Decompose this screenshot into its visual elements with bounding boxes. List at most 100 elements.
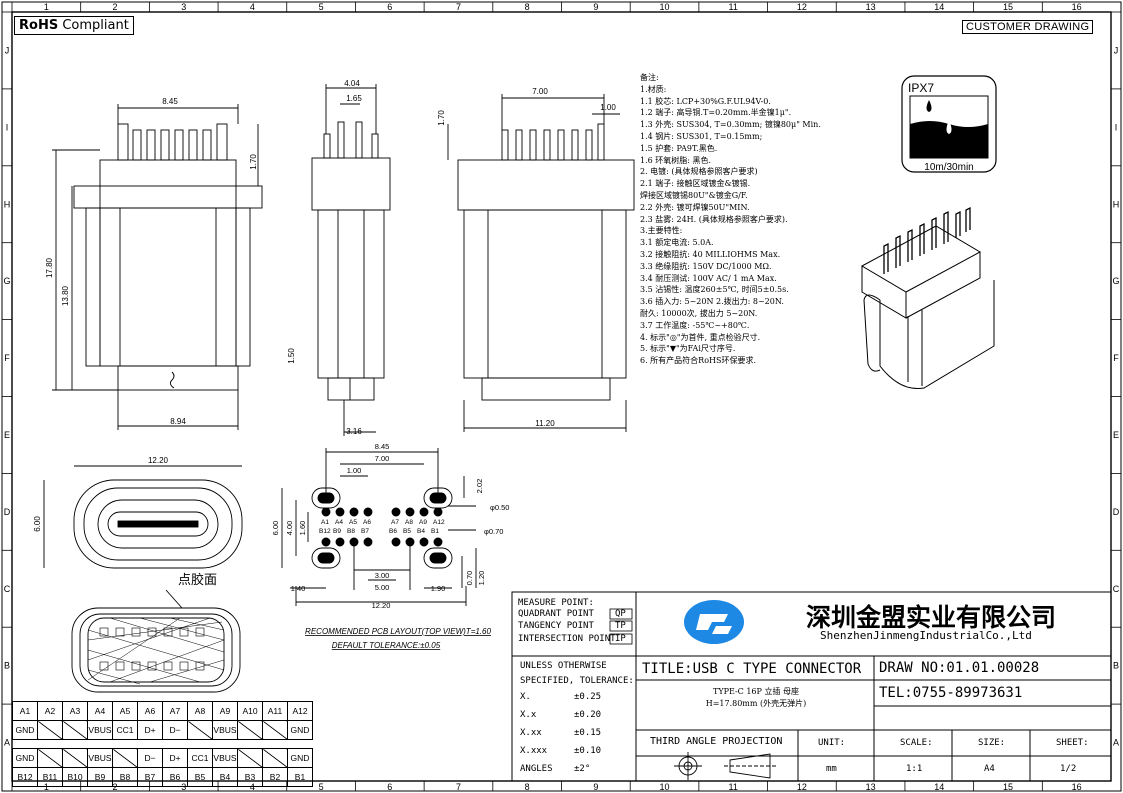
measure-point-title: MEASURE POINT: [518,598,594,608]
drawing-desc-1: TYPE-C 16P 立插 母座 [712,687,799,696]
dim-right-step: 1.00 [600,103,616,112]
border-row-label: B [1113,661,1119,671]
dim-pin-height: 1.70 [249,154,258,170]
technical-notes: 备注: 1.材质: 1.1 胶芯: LCP+30%G.F.UL94V-0. 1.2… [640,72,900,367]
company-name-en: ShenzhenJinmengIndustrialCo.,Ltd [820,629,1032,642]
dim-pcb-070: φ0.70 [484,527,503,536]
tolerance-key: X. [520,692,531,702]
tangency-code: TP [615,621,626,631]
pin-table-cell: A9 [212,701,238,721]
border-column-label: 12 [797,782,807,792]
border-column-label: 11 [729,782,738,792]
pin-table-cell: A1 [12,701,38,721]
note-line: 2.1 端子: 接触区域镀金&镀锡. [640,179,751,189]
ipx7-label: IPX7 [908,81,934,95]
border-labels: 1122334455667788991010111112121313141415… [3,2,1119,792]
border-row-label: E [4,430,10,440]
pcb-tolerance-caption: DEFAULT TOLERANCE:±0.05 [332,641,441,650]
border-row-label: F [4,353,10,363]
dim-top-width: 8.45 [162,97,178,106]
dim-pcb-overall: 8.45 [375,442,390,451]
border-row-label: I [1115,122,1118,132]
pcb-pin-label-top: A5 [349,519,357,526]
dim-pcb-050: φ0.50 [490,503,509,512]
pin-table-cell: CC1 [187,748,213,768]
border-row-label: D [1113,507,1120,517]
unit-value: mm [826,764,837,774]
dim-pcb-190: 1.90 [431,584,446,593]
note-line: 1.4 钢片: SUS301, T=0.15mm; [640,131,763,141]
tolerance-key: X.x [520,710,537,720]
border-column-label: 3 [181,2,186,12]
pin-table-cell: A5 [112,701,138,721]
dim-height-total: 17.80 [45,257,54,278]
note-line: 1.2 端子: 高导铜.T=0.20mm.半金镍1μ". [640,108,792,118]
pin-table-cell: B3 [237,767,263,787]
note-line: 1.3 外壳: SUS304, T=0.30mm; 镀镍80μ" Min. [640,120,821,130]
tolerance-value: ±2° [574,764,591,774]
pin-table-cell: A2 [37,701,63,721]
pcb-layout-view [281,448,477,606]
border-column-label: 2 [113,782,118,792]
border-row-label: H [4,199,11,209]
border-row-label: H [1113,199,1120,209]
dim-front-width: 12.20 [148,456,169,465]
ipx7-icon: IPX7 10m/30min [901,75,997,173]
tolerance-value: ±0.10 [574,746,602,756]
draw-number: DRAW NO:01.01.00028 [879,660,1040,676]
pin-table-cell: CC1 [112,720,138,740]
pcb-pin-label-top: A4 [335,519,343,526]
note-line: 1.材质: [640,84,667,94]
size-value: A4 [984,764,995,774]
projection-symbol [674,752,776,780]
tolerance-value: ±0.20 [574,710,602,720]
pin-table-cell: D+ [162,748,188,768]
note-line: 1.1 胶芯: LCP+30%G.F.UL94V-0. [640,96,771,106]
pin-table-cell: GND [12,720,38,740]
dim-pcb-700: 7.00 [375,454,390,463]
note-line: 3.7 工作温度: -55℃~+80℃. [640,320,750,330]
pin-table-cell: B8 [112,767,138,787]
note-line: 6. 所有产品符合RoHS环保要求. [640,356,757,366]
pcb-caption: RECOMMENDED PCB LAYOUT(TOP VIEW)T=1.60 D… [305,627,491,650]
border-column-label: 15 [1003,2,1013,12]
pin-table-cell: B4 [212,767,238,787]
dim-pcb-140: 1.40 [291,584,306,593]
pin-table-cell: A11 [262,701,288,721]
projection-label: THIRD ANGLE PROJECTION [650,736,783,747]
pin-table-cell: B9 [87,767,113,787]
pcb-pin-label-bottom: B9 [333,528,341,535]
note-line: 2. 电镀: (具体规格参照客户要求) [640,167,758,177]
dim-right-top: 7.00 [532,87,548,96]
pin-table-cell [37,720,63,740]
pcb-pin-label-top: A9 [419,519,427,526]
border-row-label: C [4,584,11,594]
note-line: 3.5 沾锡性: 温度260±5℃, 时间5±0.5s. [640,285,789,295]
border-row-label: C [1113,584,1120,594]
dim-side-pitch: 1.65 [346,94,362,103]
customer-drawing-badge: CUSTOMER DRAWING [962,20,1094,34]
pin-table-cell: A12 [287,701,313,721]
unit-header: UNIT: [818,738,846,748]
border-column-label: 4 [250,2,255,12]
note-line: 3.主要特性: [640,226,683,236]
tolerance-value: ±0.25 [574,692,602,702]
note-line: 耐久: 10000次, 拔出力 5~20N. [640,308,758,318]
drawing-desc-2: H=17.80mm (外壳无弹片) [705,699,807,708]
dim-bottom-width: 8.94 [170,417,186,426]
tolerance-key: X.xxx [520,746,548,756]
pin-table-cell [37,748,63,768]
border-column-label: 4 [250,782,255,792]
pin-table-cell: B6 [162,767,188,787]
border-column-label: 8 [525,782,530,792]
size-header: SIZE: [978,738,1006,748]
border-row-label: J [5,45,10,55]
border-column-label: 8 [525,2,530,12]
note-line: 备注: [640,73,659,82]
front-face-view [43,465,243,569]
pcb-pin-label-bottom: B6 [389,528,397,535]
border-column-label: 11 [729,2,738,12]
